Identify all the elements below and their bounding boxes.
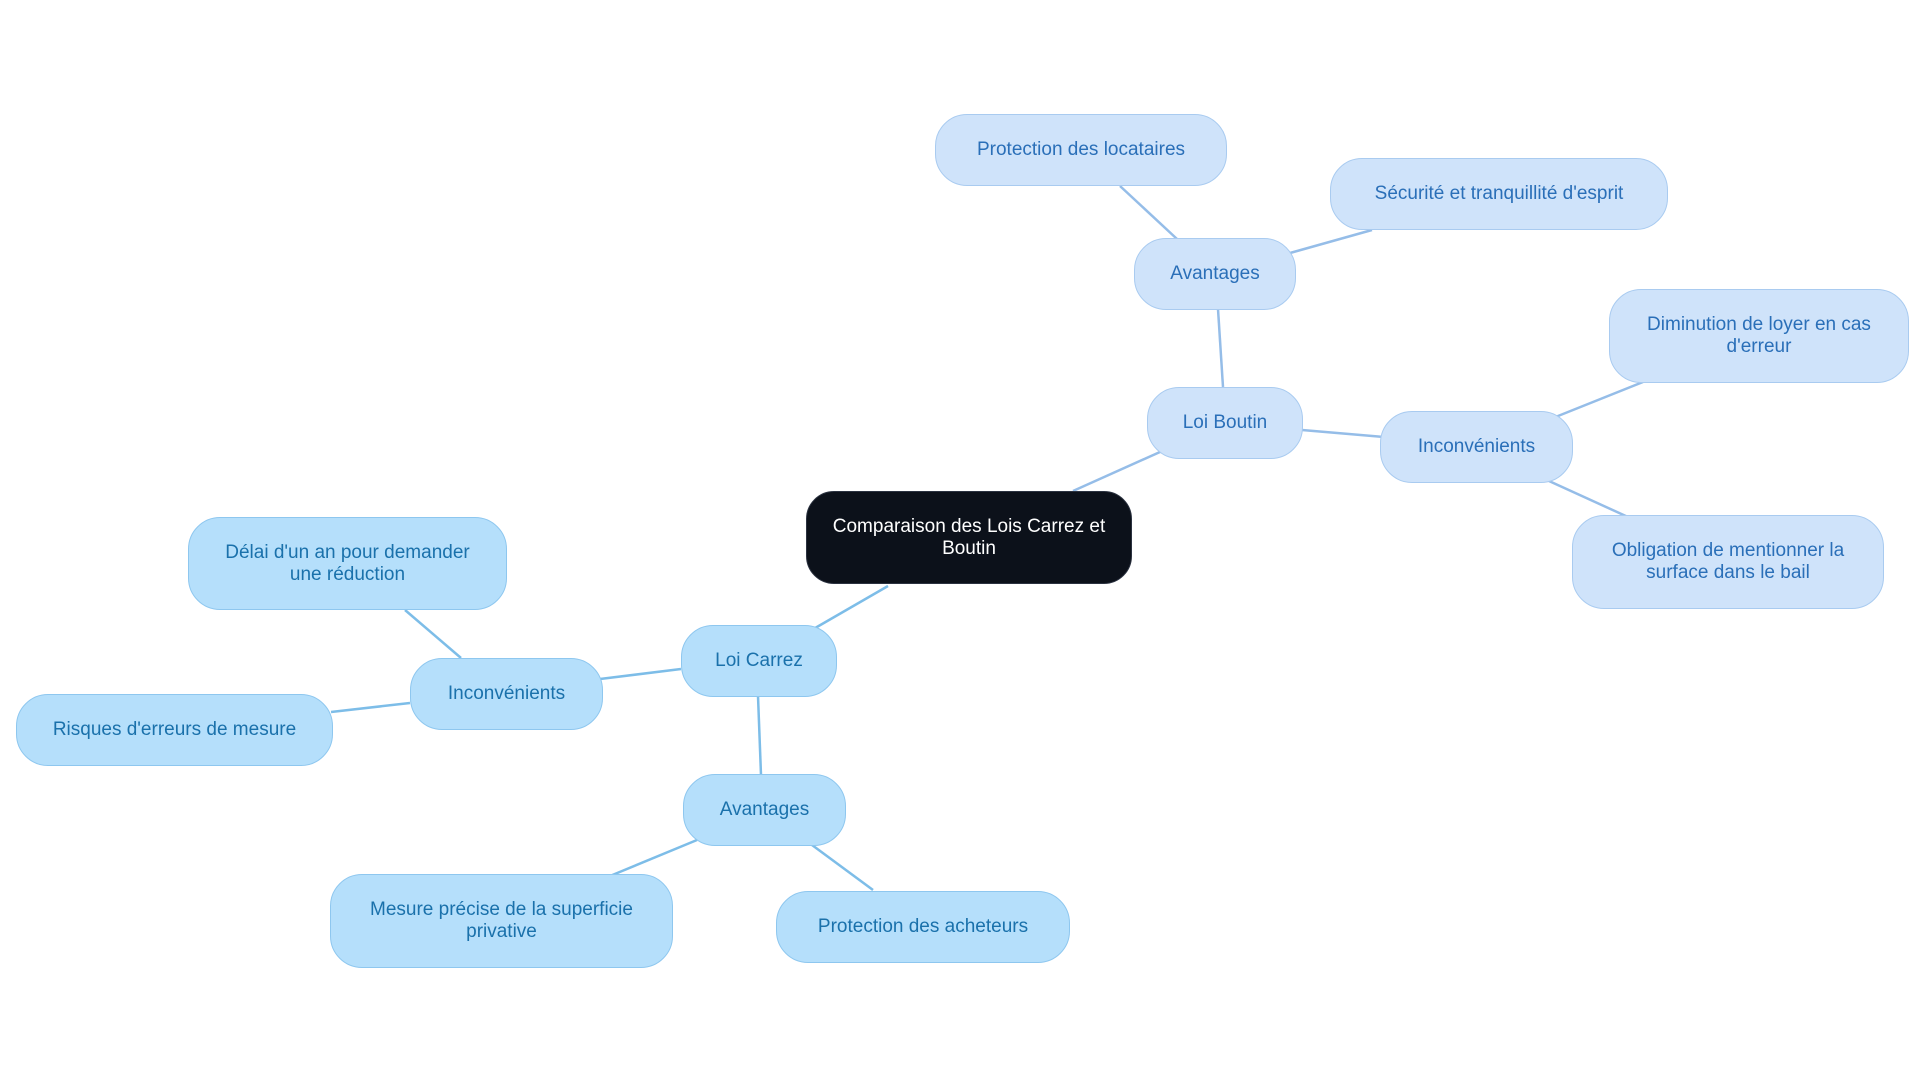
node-carrez-inconvenients-label: Inconvénients (447, 683, 566, 704)
edge-inconvenients-delai (404, 609, 462, 659)
node-carrez-avantages-label: Avantages (719, 799, 810, 820)
node-loi-boutin-label: Loi Boutin (1182, 412, 1268, 433)
node-carrez-delai-label: Délai d'un an pour demander une réductio… (225, 541, 470, 585)
node-carrez-protection-acheteurs: Protection des acheteurs (776, 891, 1070, 963)
edge-avantages-securite (1289, 228, 1373, 255)
node-boutin-locataires: Protection des locataires (935, 114, 1227, 186)
node-boutin-diminution: Diminution de loyer en cas d'erreur (1609, 289, 1909, 383)
edge-carrez-avantages (756, 695, 763, 776)
edge-root-carrez (809, 584, 889, 633)
node-carrez-protection-acheteurs-label: Protection des acheteurs (817, 916, 1029, 937)
node-boutin-obligation-label: Obligation de mentionner la surface dans… (1611, 540, 1845, 583)
node-boutin-inconvenients: Inconvénients (1380, 411, 1573, 483)
edge-root-boutin (1072, 450, 1161, 493)
node-boutin-locataires-label: Protection des locataires (976, 139, 1186, 160)
node-carrez-inconvenients: Inconvénients (410, 658, 603, 730)
node-boutin-obligation: Obligation de mentionner la surface dans… (1572, 515, 1884, 609)
node-carrez-risques-label: Risques d'erreurs de mesure (52, 719, 297, 740)
node-carrez-mesure: Mesure précise de la superficie privativ… (330, 874, 673, 968)
node-loi-carrez: Loi Carrez (681, 625, 837, 697)
node-boutin-inconvenients-label: Inconvénients (1417, 436, 1536, 457)
root-node: Comparaison des Lois Carrez et Boutin (806, 491, 1132, 584)
node-carrez-risques: Risques d'erreurs de mesure (16, 694, 333, 766)
edge-boutin-avantages (1216, 308, 1225, 388)
edge-avantages-mesure (609, 838, 698, 878)
node-boutin-avantages: Avantages (1134, 238, 1296, 310)
node-boutin-diminution-label: Diminution de loyer en cas d'erreur (1647, 314, 1871, 357)
node-carrez-avantages: Avantages (683, 774, 846, 846)
edge-avantages-locataires (1119, 185, 1178, 240)
edge-inconvenients-obligation (1548, 479, 1629, 519)
root-label: Comparaison des Lois Carrez et Boutin (832, 515, 1106, 559)
node-carrez-mesure-label: Mesure précise de la superficie privativ… (370, 899, 633, 942)
node-loi-carrez-label: Loi Carrez (715, 650, 803, 671)
node-carrez-delai: Délai d'un an pour demander une réductio… (188, 517, 507, 610)
node-boutin-securite: Sécurité et tranquillité d'esprit (1330, 158, 1668, 230)
edge-carrez-inconvenients (599, 667, 682, 681)
node-boutin-securite-label: Sécurité et tranquillité d'esprit (1374, 183, 1624, 204)
edge-inconvenients-risques (330, 701, 411, 714)
node-boutin-avantages-label: Avantages (1170, 263, 1260, 284)
edge-avantages-protection-acheteurs (811, 843, 874, 892)
edge-boutin-inconvenients (1301, 428, 1385, 439)
edge-inconvenients-diminution (1552, 380, 1644, 420)
node-loi-boutin: Loi Boutin (1147, 387, 1303, 459)
